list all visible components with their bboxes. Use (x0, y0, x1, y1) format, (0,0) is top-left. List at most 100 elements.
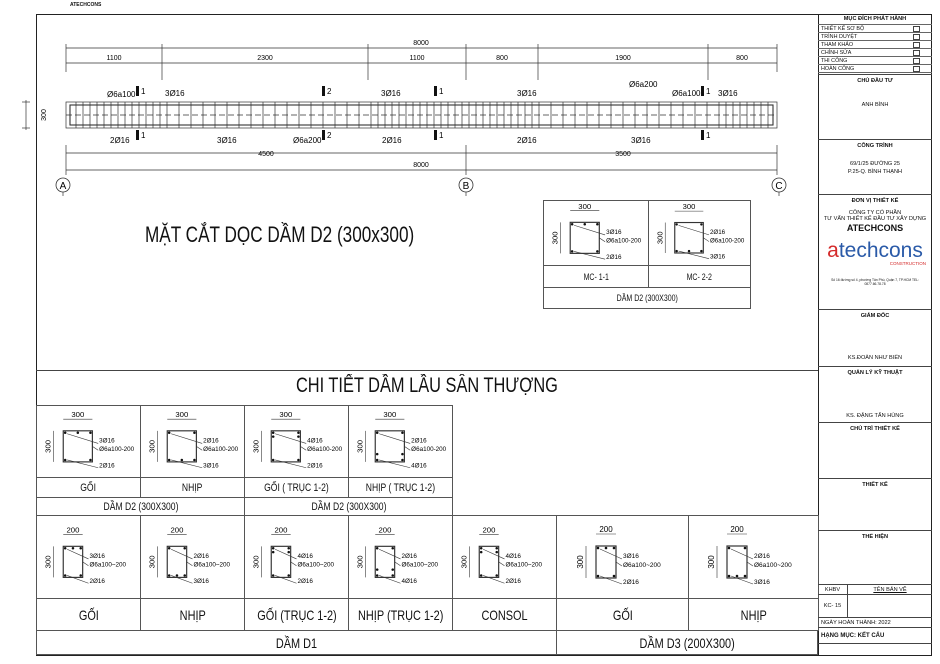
rebar-label: 2Ø16 (110, 136, 130, 145)
section-mark (701, 130, 704, 140)
rebar-dot (297, 431, 300, 435)
company-logo: atechcons (827, 239, 923, 262)
rebar-label: Ø6a200 (293, 136, 322, 145)
rebar-dot (287, 550, 290, 554)
bottom-label: 4Ø16 (401, 578, 417, 585)
purpose-checkbox[interactable] (913, 25, 920, 32)
section-name: MC- 2-2 (648, 265, 751, 288)
width-label: 200 (274, 526, 287, 535)
width-label: 200 (170, 526, 183, 535)
leader (67, 548, 89, 560)
designer-person-section: THIẾT KẾ (818, 479, 932, 531)
rebar-dot (479, 574, 483, 577)
bottom-label: 2Ø16 (99, 463, 115, 470)
top-label: 3Ø16 (89, 553, 105, 560)
width-label: 200 (730, 525, 744, 534)
purpose-checkbox[interactable] (913, 33, 920, 40)
rebar-dot (375, 546, 379, 550)
rebar-dot (596, 546, 600, 550)
bottom-label: 4Ø16 (411, 463, 427, 470)
purpose-item: THAM KHẢO (818, 41, 932, 49)
designer-section: ĐƠN VỊ THIẾT KẾ CÔNG TY CỔ PHẦN TƯ VẤN T… (818, 195, 932, 310)
height-label: 300 (44, 555, 53, 568)
section-name: GỐI (556, 598, 689, 631)
purpose-checkbox[interactable] (913, 65, 920, 72)
rebar-dot (735, 574, 739, 578)
section-name: NHỊP (140, 477, 245, 498)
purpose-item: THIẾT KẾ SƠ BỘ (818, 25, 932, 33)
rebar-dot (391, 574, 394, 577)
section-mark-label: 1 (706, 87, 711, 96)
rebar-dot (495, 574, 498, 577)
top-label: 2Ø16 (411, 437, 427, 444)
purpose-checkbox[interactable] (913, 57, 920, 64)
rebar-dot (375, 458, 379, 462)
rebar-label: 2Ø16 (382, 136, 402, 145)
rebar-dot (612, 574, 616, 578)
top-label: 2Ø16 (401, 553, 417, 560)
rebar-dot (287, 546, 290, 550)
detail-title: CHI TIẾT DẦM LẦU SÂN THƯỢNG (296, 374, 558, 397)
bottom-label: 2Ø16 (297, 578, 313, 585)
rebar-label: 3Ø16 (718, 89, 738, 98)
leader (574, 251, 606, 260)
rebar-dot (375, 431, 379, 435)
rebar-dot (193, 458, 196, 462)
top-label: 3Ø16 (623, 553, 639, 560)
rebar-dot (287, 574, 290, 577)
bottom-label: 2Ø16 (89, 578, 105, 585)
leader (574, 224, 606, 236)
stirrup-label: Ø6a100~200 (297, 562, 334, 569)
leader (300, 446, 307, 451)
section-mark-label: 1 (706, 131, 711, 140)
bottom-label: 3Ø16 (710, 254, 726, 261)
leader (275, 548, 297, 560)
bottom-label: 2Ø16 (307, 463, 323, 470)
rebar-label: Ø6a100 (672, 89, 701, 98)
rebar-dot (271, 574, 275, 577)
purpose-checkbox[interactable] (913, 41, 920, 48)
elevation-title: MẶT CẮT DỌC DẦM D2 (300x300) (145, 222, 415, 247)
dim-top: 800 (496, 55, 508, 62)
axis-bubble-b (458, 177, 474, 193)
stirrup-label: Ø6a100-200 (307, 446, 343, 453)
rebar-label: Ø6a200 (629, 80, 658, 89)
height-label: 300 (252, 555, 261, 568)
stirrup-outline (270, 545, 292, 578)
section-mark-label: 2 (327, 131, 332, 140)
leader (171, 548, 193, 560)
rebar-dot (71, 546, 75, 550)
bottom-label: 3Ø16 (754, 579, 770, 586)
rebar-dot (63, 431, 67, 435)
rebar-dot (175, 574, 179, 577)
axis-bubble-a (55, 177, 71, 193)
stirrup-label: Ø6a100-200 (710, 238, 745, 245)
height-label: 300 (655, 231, 664, 244)
rebar-dot (700, 249, 703, 253)
section-name: NHỊP ( TRỤC 1-2) (348, 477, 453, 498)
purpose-label: THIẾT KẾ SƠ BỘ (821, 25, 865, 32)
width-label: 200 (599, 525, 613, 534)
top-label: 2Ø16 (193, 553, 209, 560)
rebar-dot (167, 458, 171, 462)
divider (36, 370, 818, 371)
width-label: 300 (683, 202, 696, 211)
rebar-dot (687, 249, 691, 253)
stirrup-label: Ø6a100-200 (203, 446, 239, 453)
rebar-dot (401, 452, 404, 456)
bottom-label: 2Ø16 (505, 578, 521, 585)
drafter-section: THỂ HIỆN (818, 531, 932, 585)
purpose-checkbox[interactable] (913, 49, 920, 56)
section-name: NHỊP (TRỤC 1-2) (348, 598, 453, 631)
rebar-dot (271, 550, 275, 554)
section-name: MC- 1-1 (543, 265, 649, 288)
